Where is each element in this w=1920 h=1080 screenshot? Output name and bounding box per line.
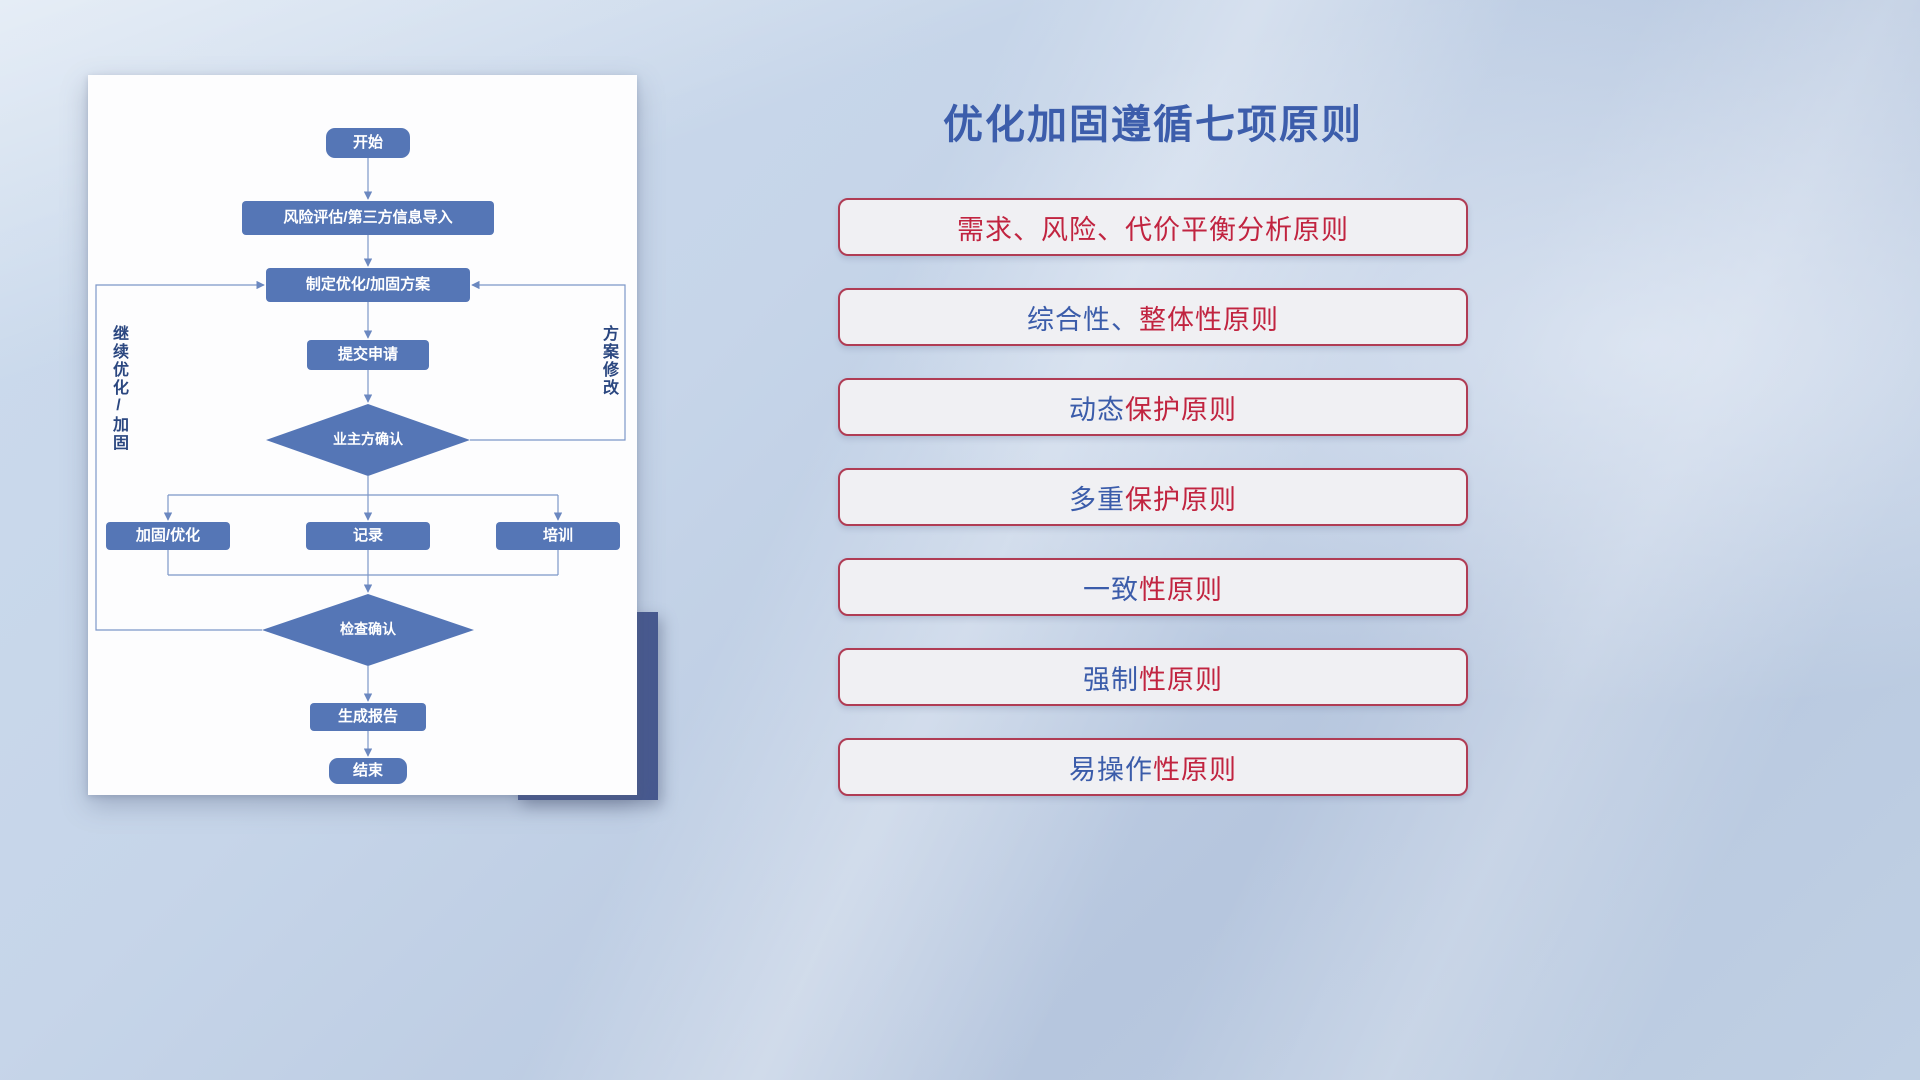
page-title: 优化加固遵循七项原则 [943, 103, 1363, 147]
principle-card: 易操作性原则 [838, 738, 1468, 796]
flowchart-card: 开始 风险评估/第三方信息导入 制定优化/加固方案 提交申请 业主方确认 加固/… [88, 75, 637, 795]
principle-text-red: 保护原则 [1125, 394, 1237, 425]
flow-node-submit-application: 提交申请 [307, 340, 429, 370]
principle-card: 综合性、整体性原则 [838, 288, 1468, 346]
principle-card: 多重保护原则 [838, 468, 1468, 526]
principle-text-blue: 综合性、 [1027, 304, 1139, 335]
flow-node-training: 培训 [496, 522, 620, 550]
principle-text-red: 整体性原则 [1139, 304, 1279, 335]
principle-card: 需求、风险、代价平衡分析原则 [838, 198, 1468, 256]
principle-card: 一致性原则 [838, 558, 1468, 616]
principle-text-red: 性原则 [1153, 754, 1237, 785]
flow-node-make-plan: 制定优化/加固方案 [266, 268, 470, 302]
principles-list: 需求、风险、代价平衡分析原则 综合性、整体性原则 动态保护原则 多重保护原则 一… [838, 198, 1468, 796]
flow-node-start: 开始 [326, 128, 410, 158]
flowchart-connectors [95, 158, 626, 757]
principle-text-blue: 多重 [1069, 484, 1125, 515]
flow-node-risk-assessment: 风险评估/第三方信息导入 [242, 201, 494, 235]
principle-text-red: 性原则 [1139, 574, 1223, 605]
principle-text-blue: 动态 [1069, 394, 1125, 425]
flow-node-generate-report: 生成报告 [310, 703, 426, 731]
principle-text-blue: 强制 [1083, 664, 1139, 695]
principle-card: 强制性原则 [838, 648, 1468, 706]
principle-card: 动态保护原则 [838, 378, 1468, 436]
principle-text-red: 需求、风险、代价平衡分析原则 [957, 214, 1349, 245]
principle-text-blue: 一致 [1083, 574, 1139, 605]
flow-node-end: 结束 [329, 758, 407, 784]
principle-text-red: 性原则 [1139, 664, 1223, 695]
flow-edge-label-continue-optimize: 继续优化/加固 [110, 325, 127, 452]
principle-text-red: 保护原则 [1125, 484, 1237, 515]
flow-edge-label-plan-modify: 方案修改 [600, 325, 617, 397]
flow-node-reinforce-optimize: 加固/优化 [106, 522, 230, 550]
flow-node-record: 记录 [306, 522, 430, 550]
principle-text-blue: 易操作 [1069, 754, 1153, 785]
